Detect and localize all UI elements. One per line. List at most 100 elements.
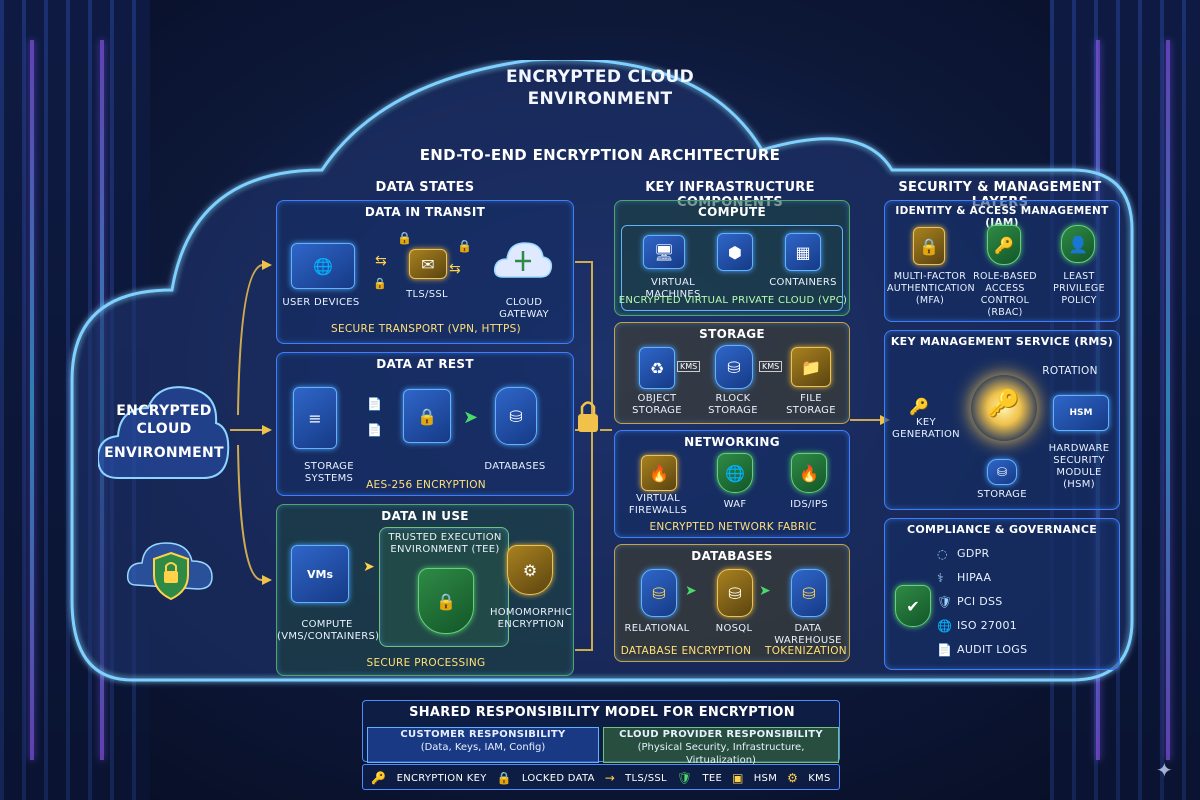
homomorphic-label: Homomorphic Encryption	[489, 607, 573, 631]
compliance-item: GDPR	[957, 547, 990, 560]
label-line: Firewalls	[628, 505, 688, 516]
storage-panel: Storage ♻ KMS ⛁ KMS 📁 Object Storage Rlo…	[614, 322, 850, 424]
gdpr-icon: ◌	[937, 547, 948, 561]
nosql-db-icon: ⛁	[717, 569, 753, 617]
arrow-right-icon: ➤	[759, 583, 771, 599]
compliance-item: Audit Logs	[957, 643, 1028, 656]
key-hub-icon: 🔑	[971, 375, 1037, 441]
containers-label: Containers	[769, 277, 837, 288]
recycle-bin-icon: ♻	[639, 347, 675, 389]
file-lock-icon: 📄	[367, 397, 382, 411]
legend: 🔑Encryption Key 🔒Locked Data →TLS/SSL 🛡T…	[362, 764, 840, 790]
arrow-right-icon: ➤	[685, 583, 697, 599]
side-cloud-line: Encrypted	[116, 403, 212, 419]
cloud-gateway-label: Cloud Gateway	[499, 297, 549, 320]
rbac-shield-icon: 🔑	[987, 225, 1021, 265]
label-line: Privilege	[1053, 283, 1105, 294]
waf-label: WAF	[723, 499, 747, 510]
vm-cube-icon: VMs	[291, 545, 349, 603]
tee-shield-icon: 🔒	[418, 568, 474, 634]
panel-title: Networking	[684, 435, 780, 449]
caduceus-icon: ⚕	[937, 571, 944, 585]
tee-line: Environment (TEE)	[390, 544, 500, 555]
data-states-header: Data States	[375, 180, 475, 195]
rbac-label: Role-Based Access Control (RBAC)	[963, 271, 1047, 319]
legend-key: Encryption Key	[396, 772, 487, 784]
provider-detail: (Physical Security, Infrastructure, Virt…	[637, 742, 805, 766]
provider-responsibility: Cloud Provider Responsibility (Physical …	[603, 727, 839, 766]
homomorphic-line: Homomorphic	[489, 607, 573, 618]
customer-title: Customer Responsibility	[400, 729, 566, 740]
arrow-right-icon: ➤	[363, 559, 375, 575]
legend-tls: TLS/SSL	[625, 772, 667, 784]
label-line: Storage	[708, 405, 758, 416]
key-icon: 🔑	[987, 389, 1021, 419]
database-icon: ⛁	[495, 387, 537, 445]
compute-line: Compute	[301, 619, 353, 630]
customer-responsibility: Customer Responsibility (Data, Keys, IAM…	[367, 727, 599, 763]
object-storage-label: Object Storage	[625, 393, 689, 417]
cube-icon: ⬢	[717, 233, 753, 271]
label-line: Rlock	[715, 393, 751, 404]
panel-title: Data in Transit	[364, 205, 486, 219]
customer-detail: (Data, Keys, IAM, Config)	[420, 742, 546, 753]
rack-light	[1166, 40, 1170, 760]
legend-kms: KMS	[808, 772, 831, 784]
shared-title: Shared Responsibility Model for Encrypti…	[409, 705, 795, 720]
key-icon: 🔑	[909, 397, 929, 416]
label-line: Security	[1053, 455, 1105, 466]
cloud-title-text: Encrypted Cloud Environment	[505, 67, 695, 109]
label-line: File	[800, 393, 822, 404]
homomorphic-shield-icon: ⚙	[507, 545, 553, 595]
homomorphic-line: Encryption	[497, 619, 565, 630]
globe-icon: 🌐	[937, 619, 952, 633]
double-arrow-icon: ⇆	[375, 253, 387, 269]
use-footer: Secure Processing	[366, 657, 486, 669]
hsm-device-icon: HSM	[1053, 395, 1109, 431]
ids-label: IDS/IPS	[790, 499, 828, 510]
monitor-icon: 🖥	[643, 235, 685, 269]
file-storage-label: File Storage	[779, 393, 843, 417]
label-line: Multi-Factor	[893, 271, 967, 282]
databases-label: Databases	[484, 461, 546, 472]
vpc-box	[621, 225, 843, 311]
label-line: Storage	[786, 405, 836, 416]
label-line: Least	[1063, 271, 1095, 282]
rotation-label: Rotation	[1042, 365, 1098, 377]
key-icon: 🔑	[371, 771, 387, 785]
server-stack-icon: ≡	[293, 387, 337, 449]
shield-lock-icon	[126, 542, 213, 601]
mfa-label: Multi-Factor Authentication (MFA)	[887, 271, 975, 307]
tee-line: Trusted Execution	[388, 532, 502, 543]
rest-footer: AES-256 Encryption	[366, 479, 486, 491]
ids-shield-icon: 🔥	[791, 453, 827, 493]
relational-label: Relational	[624, 623, 690, 634]
block-storage-icon: ⛁	[715, 345, 753, 389]
label-line: (HSM)	[1063, 479, 1095, 490]
folder-icon: 📁	[791, 347, 831, 387]
side-cloud-line: Cloud	[136, 421, 192, 437]
rack-light	[30, 40, 34, 760]
file-lock-icon: 📄	[367, 423, 382, 437]
firewall-icon: 🔥	[641, 455, 677, 491]
cloud-gateway-icon	[493, 237, 553, 281]
label-line: (MFA)	[915, 295, 945, 306]
lock-icon: 🔒	[397, 231, 412, 245]
legend-tee: TEE	[702, 772, 723, 784]
hsm-label: Hardware Security Module (HSM)	[1041, 443, 1117, 491]
tls-label: TLS/SSL	[406, 289, 448, 300]
nosql-label: NoSQL	[715, 623, 753, 634]
side-cloud: Encrypted Cloud Environment	[98, 378, 230, 488]
envelope-icon: ✉	[409, 249, 447, 279]
side-cloud-shape	[98, 386, 230, 479]
hsm-badge: HSM	[1069, 408, 1093, 418]
label-line: Policy	[1061, 295, 1097, 306]
warehouse-label: Data Warehouse	[774, 623, 842, 646]
label-line: Object	[637, 393, 677, 404]
double-arrow-icon: ⇆	[449, 261, 461, 277]
warehouse-db-icon: ⛁	[791, 569, 827, 617]
transit-footer: Secure Transport (VPN, HTTPS)	[331, 323, 521, 335]
key-generation-label: Key Generation	[891, 417, 961, 441]
panel-title: Key Management Service (RMS)	[890, 335, 1114, 348]
